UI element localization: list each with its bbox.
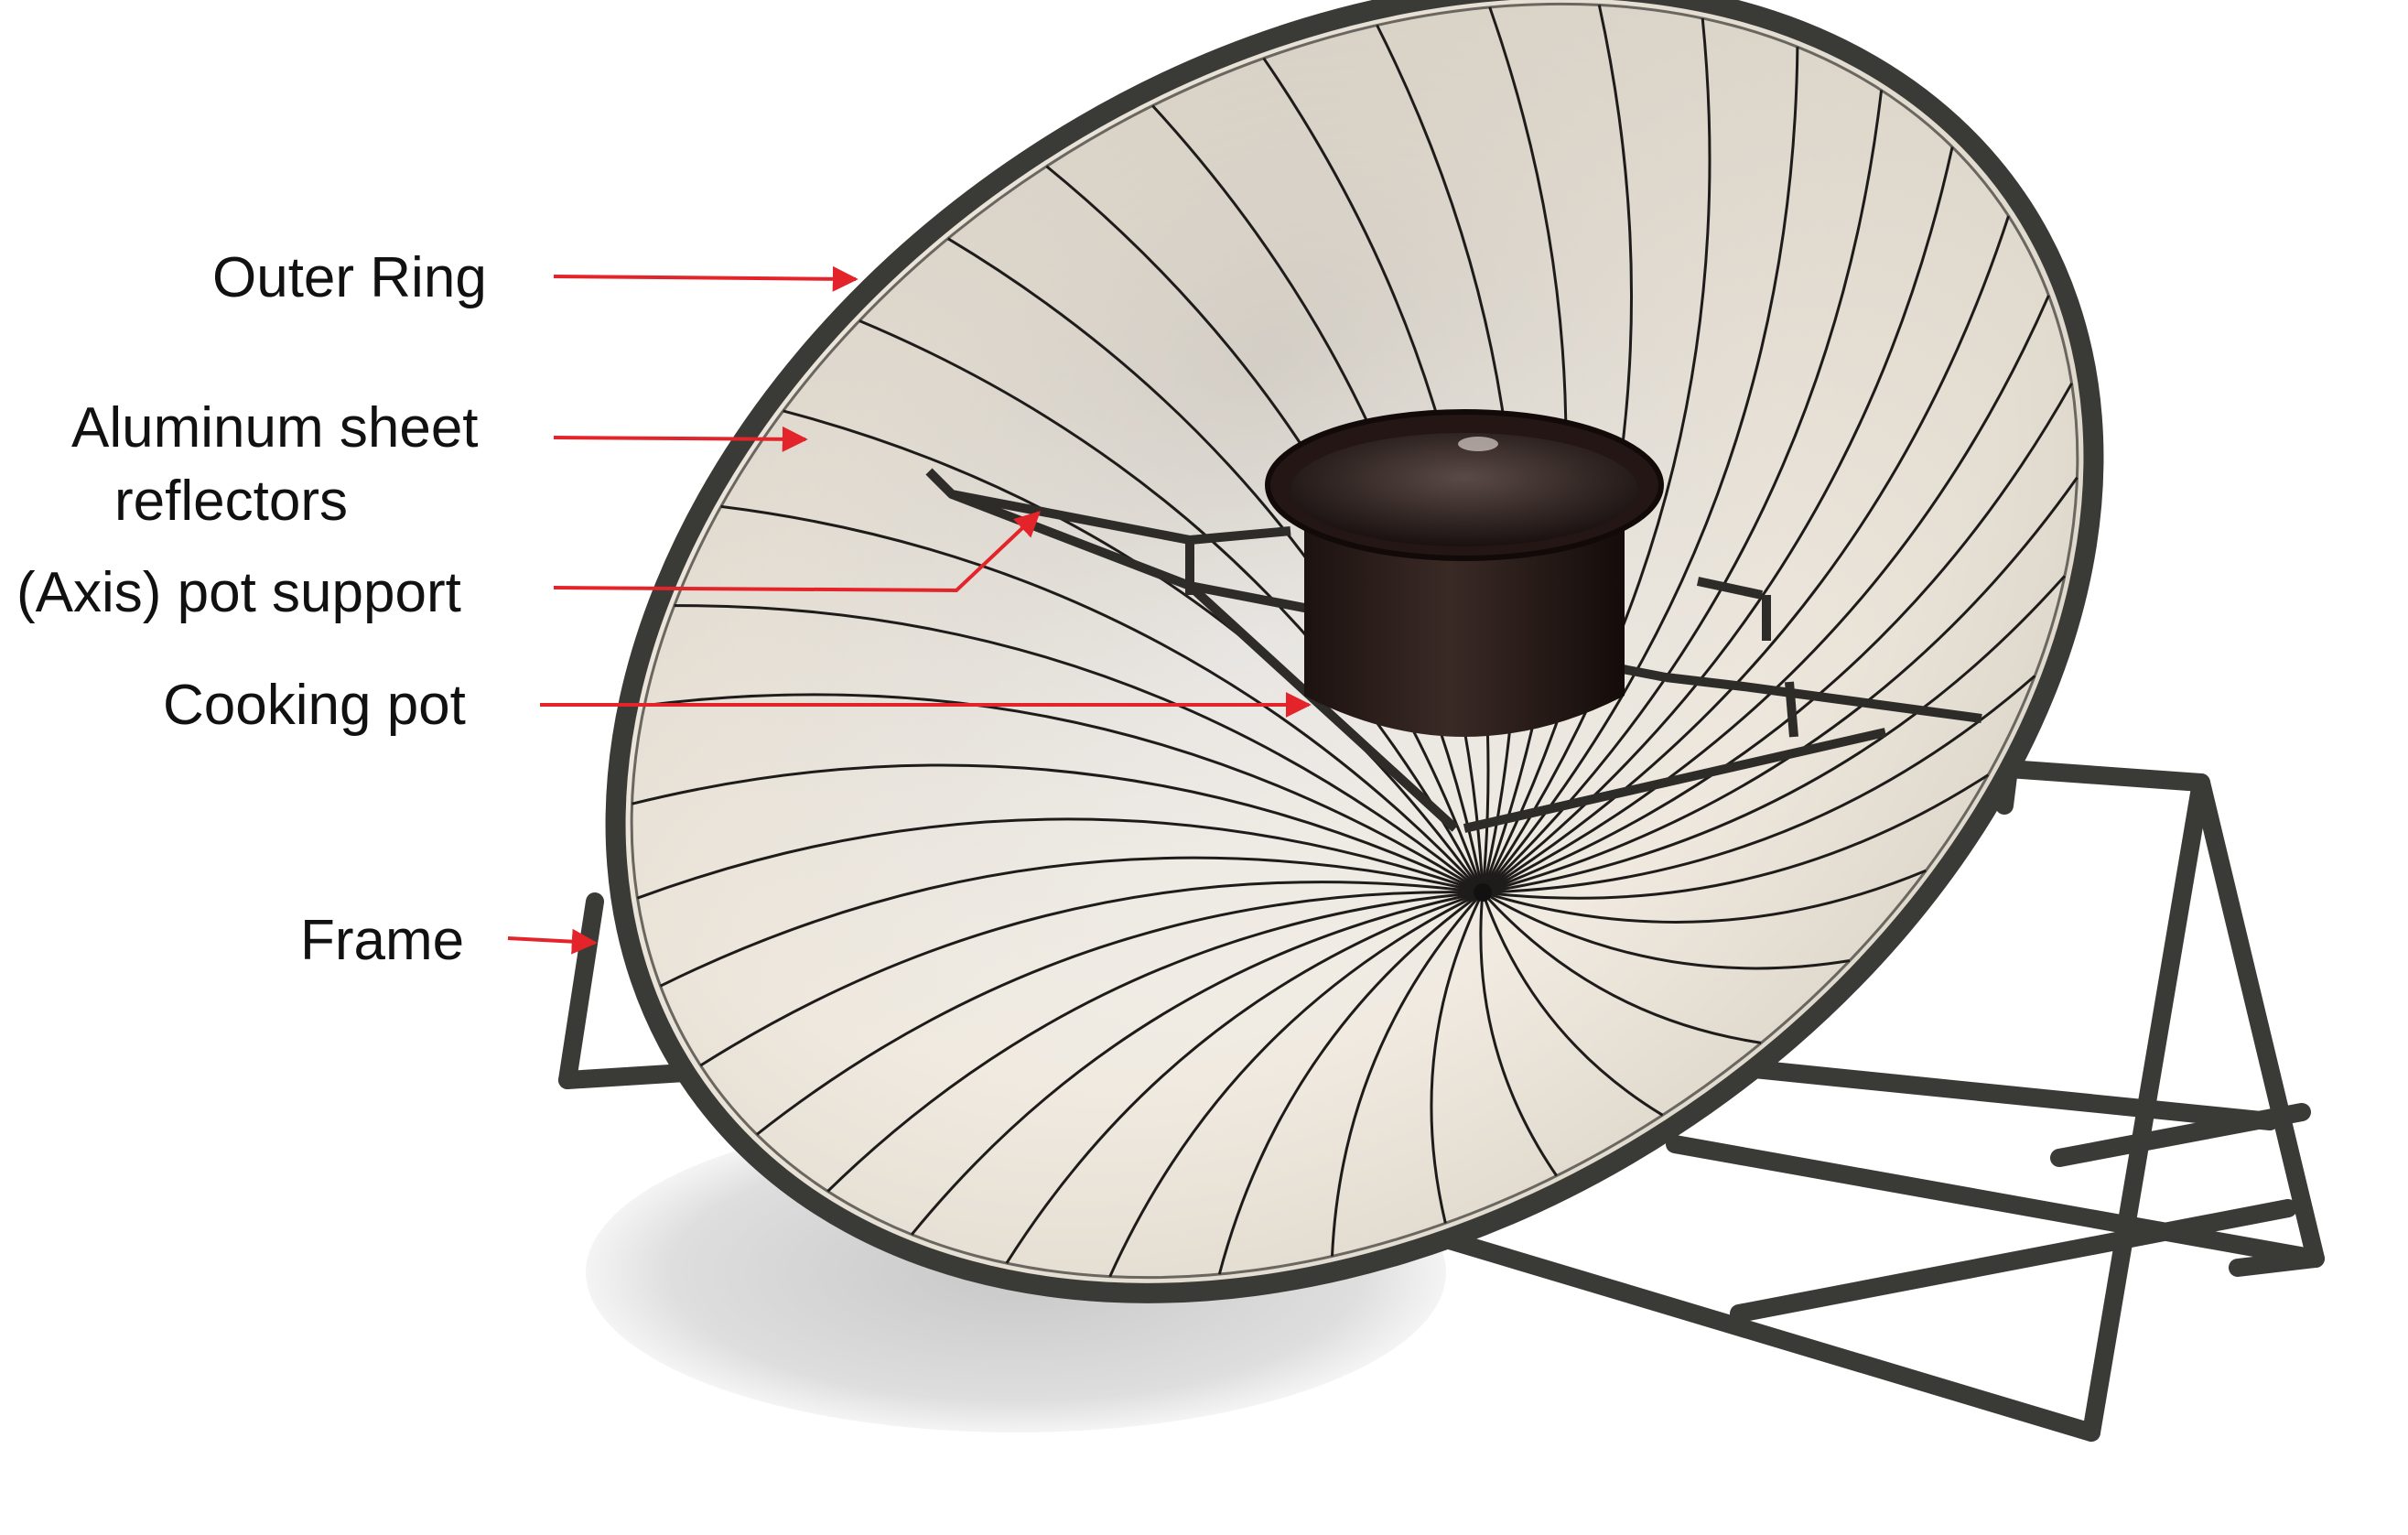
reflector-rib [947,237,1485,893]
reflector-rib [659,856,1484,988]
frame-arrow [507,928,598,955]
reflector-rib [632,763,1484,894]
reflector-rib [1430,892,1485,1224]
reflector-rib [1482,869,1927,924]
frame-structure [558,760,2325,1442]
outer-ring-arrow [553,265,858,292]
cooking-pot [1265,409,1664,737]
reflector-rib [1481,892,1664,1117]
focal-point [1474,883,1492,902]
reflector-rib [755,891,1484,1136]
reflector-rib [1331,891,1485,1257]
reflector-rib [1481,90,1884,894]
reflector-rib [858,319,1485,893]
reflector-rib [1481,47,1799,893]
reflector-rib [1005,891,1484,1264]
reflector-rib [1481,891,1762,1044]
pot-support-label: (Axis) pot support [16,561,461,624]
reflector-rib [1108,891,1484,1278]
reflector-ribs [632,5,2079,1278]
reflector-rib [643,693,1484,894]
reflector-rib [1482,891,1851,970]
reflector-rib [1482,575,2067,894]
aluminum-reflector-label-line2: reflectors [114,470,348,533]
reflector-rib [1481,17,1712,893]
cooking-pot-label: Cooking pot [163,674,466,737]
aluminum-arrow [553,426,808,452]
reflector-rib [1482,295,2050,894]
reflector-rib [1482,675,2036,894]
reflector-rib [720,504,1485,894]
reflector-rib [674,604,1484,894]
reflector-rib [1482,773,1990,900]
pot-support-arrow [553,511,1042,593]
reflector-rib [910,891,1484,1236]
reflector-rib [1482,215,2010,894]
aluminum-reflector-label-line1: Aluminum sheet [71,396,479,459]
reflector-rib [1482,383,2073,894]
reflector-rib [1217,891,1484,1275]
reflector-rib [636,817,1484,900]
reflector-rib [1482,476,2079,894]
outer-ring-label: Outer Ring [212,246,487,309]
reflector-rib [826,891,1484,1193]
reflector-rib [1479,892,1558,1177]
frame-label: Frame [300,909,465,972]
annotation-arrows [507,265,1312,955]
reflector-rib [783,409,1485,893]
reflector-rib [699,881,1484,1067]
